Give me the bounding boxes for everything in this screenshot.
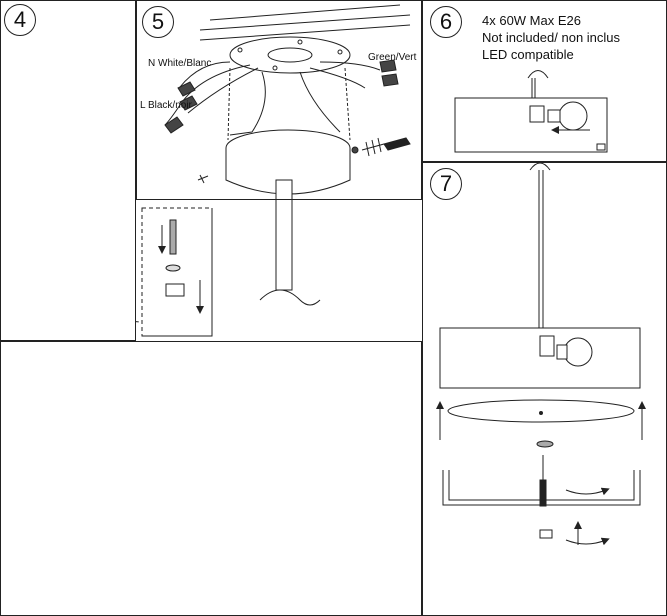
bulb-spec-line-3: LED compatible — [482, 47, 574, 62]
panel-blank — [0, 341, 422, 616]
panel-step-4 — [0, 0, 136, 341]
ground-wire-label: Green/Vert — [368, 52, 417, 63]
live-wire-label: L Black/noir — [140, 100, 192, 111]
panel-7-art — [436, 162, 646, 546]
bulb-spec-line-2: Not included/ non inclus — [482, 30, 621, 45]
panel-6-art — [454, 70, 608, 153]
neutral-wire-label: N White/Blanc — [148, 58, 212, 69]
step-number-6: 6 — [430, 6, 462, 38]
panel-step-7 — [422, 162, 667, 616]
step-number-4: 4 — [4, 4, 36, 36]
step-number-7: 7 — [430, 168, 462, 200]
panel-5-art — [164, 4, 411, 306]
step-number-5: 5 — [142, 6, 174, 38]
bulb-spec-line-1: 4x 60W Max E26 — [482, 13, 581, 28]
panel-step-5 — [136, 0, 422, 200]
